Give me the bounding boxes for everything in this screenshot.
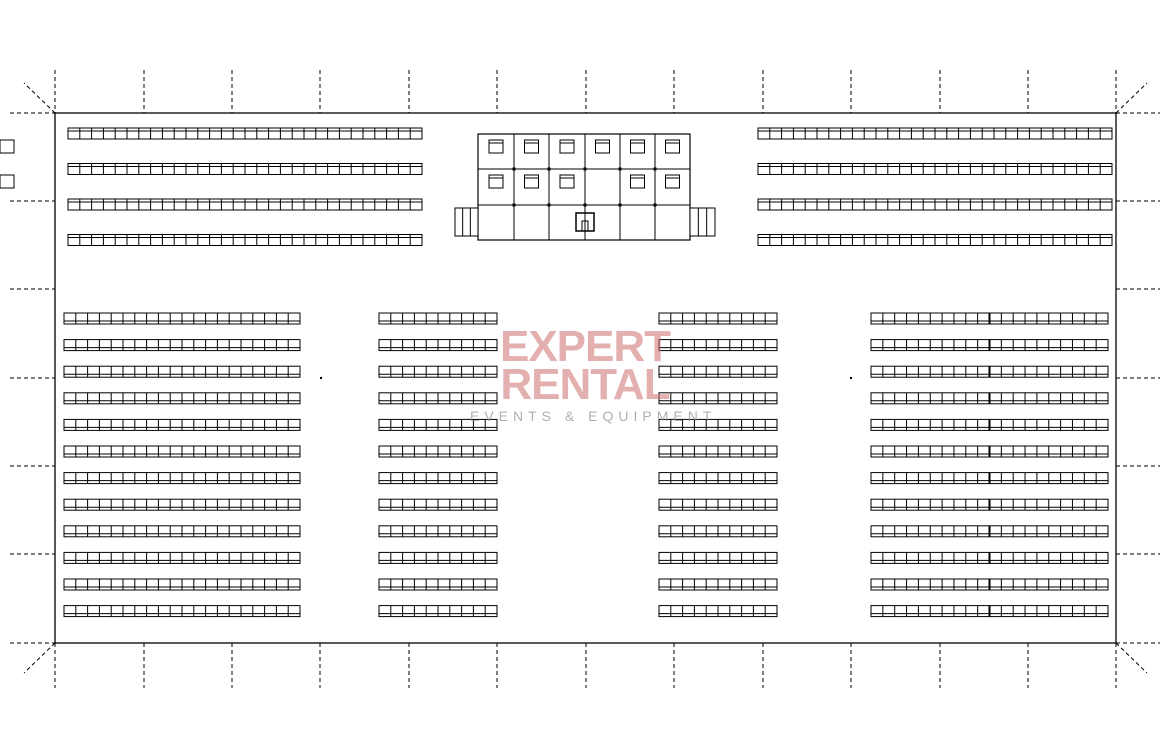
table-row: [870, 365, 1109, 378]
table-row: [870, 418, 1109, 431]
table-row: [757, 234, 1113, 246]
podium-inner: [581, 220, 589, 232]
grid-corner-diagonal: [23, 82, 56, 114]
table-row: [870, 498, 1109, 511]
column-marker: [320, 377, 322, 379]
stage-steps: [689, 207, 716, 237]
stage-monitor-icon: [665, 139, 680, 154]
stage-monitor-icon: [524, 174, 539, 189]
table-row: [658, 498, 778, 511]
stage-joint: [583, 167, 587, 171]
table-row: [870, 392, 1109, 405]
table-row: [870, 339, 1109, 352]
table-row: [67, 127, 423, 140]
stage-monitor-icon: [559, 174, 575, 189]
table-row: [63, 605, 301, 618]
table-row: [658, 365, 778, 378]
table-row: [870, 605, 1109, 618]
table-row: [67, 163, 423, 175]
table-row: [870, 472, 1109, 485]
table-row: [658, 525, 778, 538]
table-row: [63, 312, 301, 325]
stage-monitor-icon: [630, 139, 645, 154]
stage-monitor-icon: [630, 174, 645, 189]
table-row: [870, 578, 1109, 591]
table-row: [658, 578, 778, 591]
table-row: [63, 472, 301, 485]
table-row: [63, 498, 301, 511]
stage-steps: [454, 207, 479, 237]
table-row: [63, 551, 301, 564]
stage-joint: [583, 203, 587, 207]
stage-joint: [653, 203, 657, 207]
table-row: [378, 551, 498, 564]
table-row: [378, 498, 498, 511]
stage-monitor-icon: [488, 139, 504, 154]
table-row: [378, 392, 498, 405]
table-row: [658, 605, 778, 618]
stage: [0, 133, 716, 241]
table-row: [658, 339, 778, 352]
table-row: [378, 365, 498, 378]
table-row: [63, 365, 301, 378]
stage-joint: [512, 203, 516, 207]
table-row: [870, 312, 1109, 325]
table-row: [658, 551, 778, 564]
table-row: [63, 339, 301, 352]
stage-monitor-icon: [665, 174, 680, 189]
table-row: [378, 312, 498, 325]
table-row: [757, 163, 1113, 175]
column-marker: [850, 377, 852, 379]
table-row: [378, 472, 498, 485]
stage-joint: [547, 203, 551, 207]
stage-monitor-icon: [0, 139, 15, 154]
stage-monitor-icon: [488, 174, 504, 189]
table-row: [870, 551, 1109, 564]
table-row: [67, 198, 423, 211]
grid-corner-diagonal: [23, 642, 56, 674]
table-row: [658, 392, 778, 405]
table-row: [63, 392, 301, 405]
stage-joint: [547, 167, 551, 171]
table-row: [870, 445, 1109, 458]
table-row: [757, 127, 1113, 140]
table-row: [378, 339, 498, 352]
table-row: [378, 605, 498, 618]
table-row: [658, 472, 778, 485]
table-row: [378, 525, 498, 538]
stage-joint: [618, 167, 622, 171]
grid-corner-diagonal: [1115, 82, 1148, 114]
table-row: [757, 198, 1113, 211]
table-row: [63, 418, 301, 431]
table-row: [658, 418, 778, 431]
table-row: [63, 445, 301, 458]
table-row: [658, 445, 778, 458]
stage-monitor-icon: [595, 139, 610, 154]
hall-outline: [54, 112, 1117, 644]
table-row: [63, 578, 301, 591]
table-row: [63, 525, 301, 538]
table-row: [378, 578, 498, 591]
table-row: [67, 234, 423, 246]
table-row: [378, 418, 498, 431]
table-row: [378, 445, 498, 458]
stage-monitor-icon: [0, 174, 15, 189]
stage-joint: [512, 167, 516, 171]
stage-monitor-icon: [559, 139, 575, 154]
table-row: [870, 525, 1109, 538]
table-row: [658, 312, 778, 325]
grid-corner-diagonal: [1115, 642, 1148, 674]
stage-joint: [653, 167, 657, 171]
stage-platform: [477, 133, 691, 241]
stage-joint: [618, 203, 622, 207]
stage-monitor-icon: [524, 139, 539, 154]
